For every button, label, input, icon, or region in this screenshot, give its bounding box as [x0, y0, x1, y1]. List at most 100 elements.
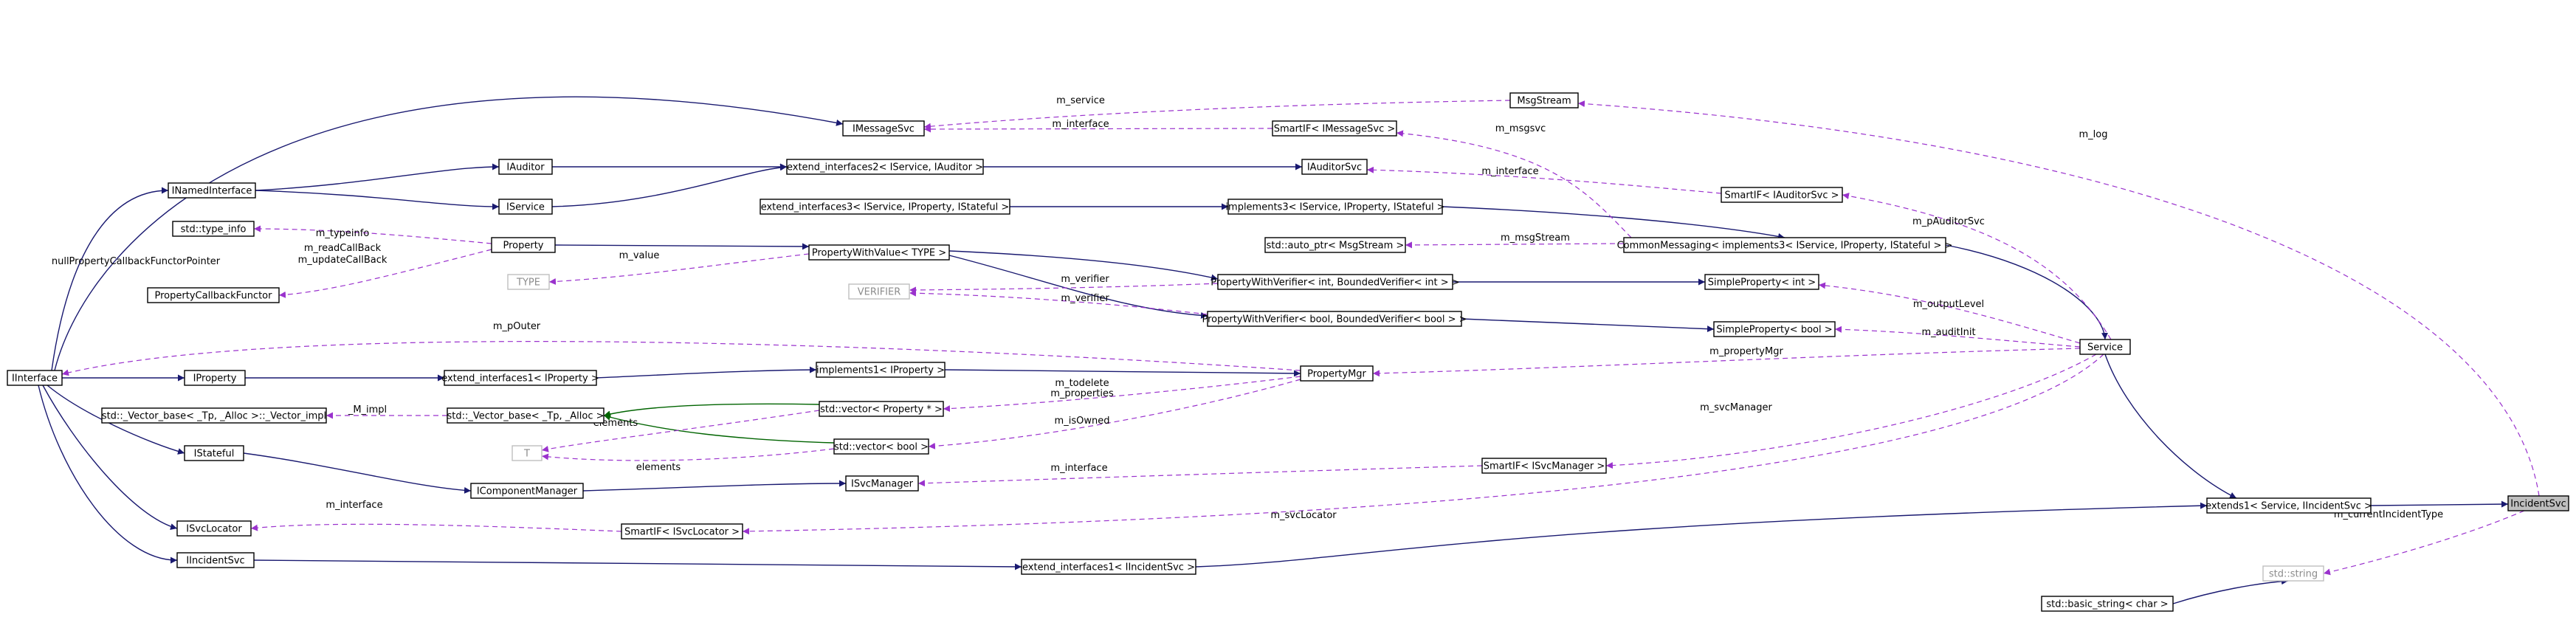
class-node-verifier[interactable]: VERIFIER [848, 283, 910, 300]
class-node-incidentsvc[interactable]: IncidentSvc [2507, 495, 2569, 511]
class-node-extend-interfaces1-iproperty[interactable]: extend_interfaces1< IProperty > [441, 370, 599, 386]
class-node-simpleproperty-bool[interactable]: SimpleProperty< bool > [1713, 321, 1836, 337]
class-node-box [621, 523, 743, 540]
class-node-propertywithverifier-bool[interactable]: PropertyWithVerifier< bool, BoundedVerif… [1202, 311, 1467, 327]
edge-label-m-properties: m_properties [1050, 388, 1114, 399]
class-node-extend-interfaces2[interactable]: extend_interfaces2< IService, IAuditor > [786, 159, 984, 175]
class-node-vector-impl[interactable]: std::_Vector_base< _Tp, _Alloc >::_Vecto… [101, 407, 327, 424]
class-node-propertywithverifier-int[interactable]: PropertyWithVerifier< int, BoundedVerifi… [1210, 274, 1460, 290]
edge-label-m-propertymgr: m_propertyMgr [1709, 346, 1783, 357]
class-node-type[interactable]: TYPE [507, 274, 550, 290]
class-node-imessagesvc[interactable]: IMessageSvc [842, 120, 925, 137]
class-node-std-type-info[interactable]: std::type_info [172, 221, 255, 237]
edge-label-nullpropertycallbackfunctorpointer: nullPropertyCallbackFunctorPointer [52, 256, 221, 267]
class-node-smartif-imessagesvc[interactable]: SmartIF< IMessageSvc > [1272, 120, 1397, 137]
class-node-extend-interfaces1-iincidentsvc[interactable]: extend_interfaces1< IIncidentSvc > [1021, 559, 1196, 575]
class-node-isvclocator[interactable]: ISvcLocator [176, 520, 252, 537]
class-node-msgstream[interactable]: MsgStream [1509, 92, 1579, 108]
class-node-box [507, 274, 550, 290]
class-node-box [1272, 120, 1397, 137]
class-node-label: IStateful [194, 449, 235, 460]
class-node-iinterface[interactable]: IInterface [7, 370, 63, 386]
class-node-label: SmartIF< IAuditorSvc > [1724, 190, 1839, 201]
class-node-box [1301, 159, 1368, 175]
usage-edge-39 [548, 253, 810, 285]
class-node-label: std::vector< Property * > [820, 404, 943, 416]
usage-edge-31 [923, 100, 1511, 130]
class-node-label: extend_interfaces1< IProperty > [441, 373, 599, 385]
class-node-box [1264, 237, 1406, 253]
class-node-implements1[interactable]: implements1< IProperty > [816, 362, 946, 378]
inheritance-edge-7 [47, 385, 185, 455]
usage-edge-51 [541, 448, 835, 461]
template-edge-30 [603, 413, 835, 444]
class-node-propertymgr[interactable]: PropertyMgr [1300, 365, 1374, 382]
class-node-t[interactable]: T [512, 445, 543, 461]
inheritance-edge-5 [551, 164, 788, 207]
class-node-basic-string[interactable]: std::basic_string< char > [2041, 596, 2174, 612]
edge-label-m-isowned: m_isOwned [1055, 416, 1110, 427]
class-node-iincidentsvc[interactable]: IIncidentSvc [176, 552, 255, 568]
class-node-extend-interfaces3[interactable]: extend_interfaces3< IService, IProperty,… [760, 199, 1010, 215]
inheritance-edge-8 [42, 385, 178, 531]
class-node-label: implements3< IService, IProperty, IState… [1225, 202, 1444, 213]
class-node-vector-base[interactable]: std::_Vector_base< _Tp, _Alloc > [447, 407, 605, 424]
inheritance-edge-17 [1461, 318, 1715, 333]
class-node-box [176, 520, 252, 537]
class-node-label: PropertyWithVerifier< bool, BoundedVerif… [1202, 314, 1467, 325]
class-node-commonmessaging[interactable]: CommonMessaging< implements3< IService, … [1617, 237, 1953, 253]
class-node-iauditorsvc[interactable]: IAuditorSvc [1301, 159, 1368, 175]
class-node-box [447, 407, 605, 424]
class-node-label: extend_interfaces1< IIncidentSvc > [1022, 562, 1195, 573]
edge-label-elements-2: elements [636, 462, 681, 473]
class-node-label: T [523, 449, 530, 460]
class-node-icomponentmanager[interactable]: IComponentManager [470, 483, 584, 499]
class-node-label: std::vector< bool > [834, 442, 929, 453]
class-node-std-string[interactable]: std::string [2262, 565, 2324, 582]
class-node-box [147, 287, 280, 303]
class-node-extends1[interactable]: extends1< Service, IIncidentSvc > [2205, 497, 2372, 514]
class-node-vector-property[interactable]: std::vector< Property * > [819, 401, 944, 417]
class-node-label: Property [503, 241, 543, 252]
class-node-isvcmanager[interactable]: ISvcManager [845, 475, 919, 492]
inheritance-edge-27 [1195, 502, 2208, 568]
usage-edge-49 [928, 379, 1301, 449]
class-node-label: std::_Vector_base< _Tp, _Alloc >::_Vecto… [102, 411, 326, 422]
edge-label-m-verifier-2: m_verifier [1061, 293, 1109, 304]
class-node-label: IMessageSvc [853, 124, 915, 135]
class-node-box [184, 370, 246, 386]
edge-label-m-service: m_service [1056, 95, 1105, 106]
class-node-iauditor[interactable]: IAuditor [498, 159, 553, 175]
class-node-iproperty[interactable]: IProperty [184, 370, 246, 386]
class-node-box [498, 159, 553, 175]
class-node-simpleproperty-int[interactable]: SimpleProperty< int > [1704, 274, 1819, 290]
class-node-propertywithvalue[interactable]: PropertyWithValue< TYPE > [808, 244, 950, 261]
class-node-box [2079, 339, 2131, 355]
class-node-box [172, 221, 255, 237]
usage-edge-43 [1818, 282, 2081, 344]
class-node-propertycallbackfunctor[interactable]: PropertyCallbackFunctor [147, 287, 280, 303]
class-node-iservice[interactable]: IService [498, 199, 553, 215]
inheritance-edge-24 [243, 452, 472, 494]
class-node-smartif-iauditorsvc[interactable]: SmartIF< IAuditorSvc > [1721, 187, 1843, 203]
class-node-auto-ptr[interactable]: std::auto_ptr< MsgStream > [1264, 237, 1406, 253]
usage-edge-42 [909, 289, 1208, 315]
usage-edge-46 [1372, 348, 2081, 377]
class-node-label: IService [506, 202, 545, 213]
class-node-implements3[interactable]: implements3< IService, IProperty, IState… [1225, 199, 1445, 215]
class-node-istateful[interactable]: IStateful [184, 445, 244, 461]
class-node-box [1300, 365, 1374, 382]
edge-label-m-pauditorsvc: m_pAuditorSvc [1912, 216, 1985, 227]
class-node-service[interactable]: Service [2079, 339, 2131, 355]
edge-label-m-interface-aud: m_interface [1481, 166, 1538, 177]
edge-label-elements-1: elements [593, 418, 638, 429]
class-node-smartif-isvcmanager[interactable]: SmartIF< ISvcManager > [1481, 458, 1607, 474]
edge-label-m-interface-svcloc: m_interface [326, 500, 382, 511]
class-node-smartif-isvclocator[interactable]: SmartIF< ISvcLocator > [621, 523, 743, 540]
class-node-inamedinterface[interactable]: INamedInterface [168, 182, 256, 199]
class-node-box [1227, 199, 1443, 215]
class-node-property[interactable]: Property [491, 237, 556, 253]
template-edge-29 [603, 403, 820, 418]
class-node-vector-bool[interactable]: std::vector< bool > [833, 438, 929, 455]
